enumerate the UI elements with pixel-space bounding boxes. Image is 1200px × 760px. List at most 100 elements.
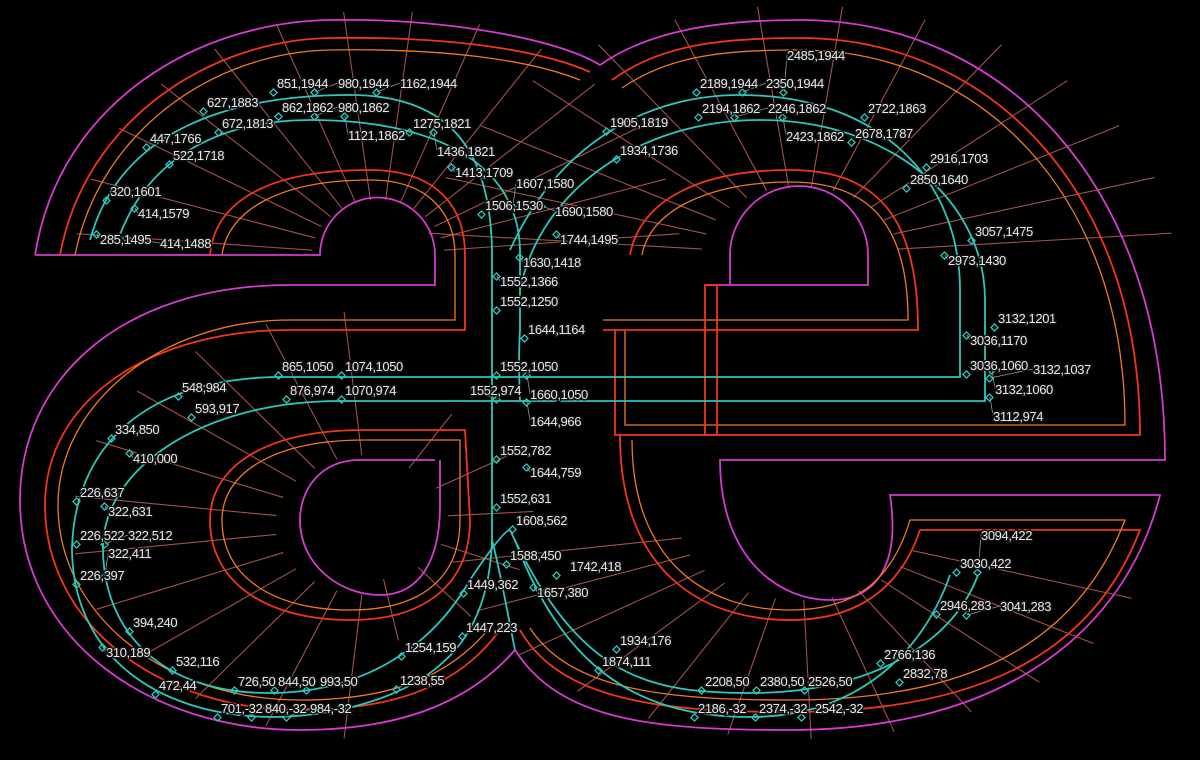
point-label: 1660,1050: [530, 387, 588, 402]
point-label: 2542,-32: [815, 701, 863, 716]
e-outer-outline: [514, 19, 1166, 731]
label-leader-line: [376, 82, 401, 93]
point-label: 1630,1418: [523, 255, 581, 270]
construction-line: [447, 510, 534, 517]
control-point-marker: [92, 230, 101, 239]
a-top-outer-outline: [34, 18, 601, 256]
construction-line: [96, 440, 284, 498]
point-label: 1506,1530: [485, 198, 543, 213]
point-label: 1552,1250: [500, 294, 558, 309]
control-point-marker: [800, 686, 809, 695]
construction-line: [441, 543, 520, 571]
offset-a-counter: [44, 169, 501, 711]
construction-line: [852, 44, 1002, 199]
construction-line: [428, 232, 702, 250]
construction-line: [598, 44, 748, 199]
point-label: 993,50: [320, 674, 358, 689]
construction-line: [870, 80, 1068, 209]
centerline-e-bottom: [514, 539, 951, 718]
construction-line: [383, 578, 399, 641]
point-label: 876,974: [290, 383, 334, 398]
centerline-crossbar-lower: [340, 119, 986, 402]
control-point-marker: [72, 497, 81, 506]
control-point-marker: [492, 503, 501, 512]
control-point-marker: [952, 568, 961, 577]
construction-line: [480, 125, 716, 221]
control-point-marker: [537, 202, 546, 211]
point-label: 1874,111: [602, 654, 651, 669]
point-label: 1905,1819: [610, 115, 668, 130]
construction-line: [424, 83, 596, 218]
control-point-marker: [962, 331, 971, 340]
e-counter-outline: [705, 185, 869, 286]
construction-line: [577, 582, 725, 692]
point-label: 3132,1037: [1033, 362, 1091, 377]
control-point-marker: [477, 210, 486, 219]
control-point-marker: [973, 568, 982, 577]
point-label: 410,000: [133, 451, 177, 466]
point-label: 3094,422: [981, 528, 1032, 543]
control-point-marker: [168, 666, 177, 675]
control-point-marker: [612, 645, 621, 654]
construction-line: [899, 566, 1094, 645]
centerline-a-inner: [102, 119, 521, 694]
control-point-marker: [199, 107, 208, 116]
centerline-crossbar-upper: [275, 94, 961, 378]
point-label: 322,631: [108, 504, 152, 519]
control-point-marker: [940, 251, 949, 260]
control-point-marker: [122, 234, 131, 243]
point-label: 2350,1944: [766, 76, 824, 91]
construction-line: [399, 24, 481, 204]
control-point-marker: [372, 88, 381, 97]
construction-line: [831, 597, 895, 732]
point-label: 701,-32: [221, 701, 262, 716]
control-point-marker: [962, 370, 971, 379]
control-point-marker: [492, 395, 501, 404]
point-label: 3041,283: [1000, 599, 1051, 614]
control-point-marker: [142, 143, 151, 152]
point-label: 1657,380: [537, 585, 588, 600]
construction-line: [532, 80, 730, 209]
control-point-marker: [730, 113, 739, 122]
construction-line: [443, 233, 680, 251]
offset-a-counter-inner: [57, 179, 493, 701]
control-point-marker: [282, 395, 291, 404]
control-point-marker: [274, 112, 283, 121]
point-label: 334,850: [115, 422, 159, 437]
construction-line: [137, 568, 297, 660]
control-point-marker: [107, 434, 116, 443]
construction-line: [417, 566, 472, 617]
control-point-marker: [269, 88, 278, 97]
control-point-marker: [752, 686, 761, 695]
construction-line: [898, 232, 1172, 250]
control-point-marker: [522, 463, 531, 472]
control-point-marker: [397, 652, 406, 661]
point-label: 3036,1060: [970, 358, 1028, 373]
point-label: 1436,1821: [437, 144, 495, 159]
construction-line: [265, 324, 338, 460]
control-point-marker: [985, 374, 994, 383]
point-label: 1690,1580: [555, 204, 613, 219]
label-leader-line: [512, 182, 517, 207]
point-label: 726,50: [238, 674, 276, 689]
label-leader-lines: [96, 54, 1034, 718]
control-point-marker: [697, 686, 706, 695]
control-point-marker: [492, 371, 501, 380]
construction-line: [476, 554, 691, 612]
point-label: 2678,1787: [855, 126, 913, 141]
control-point-marker: [690, 713, 699, 722]
point-label: 1934,176: [620, 633, 671, 648]
offset-a-bowl-inner: [221, 439, 461, 611]
control-point-marker: [694, 113, 703, 122]
point-label: 414,1488: [160, 236, 211, 251]
point-label: 1447,223: [466, 620, 517, 635]
label-leader-line: [286, 707, 311, 718]
point-label: 672,1813: [222, 116, 273, 131]
point-label: 2973,1430: [948, 253, 1006, 268]
point-label: 2526,50: [808, 674, 852, 689]
control-point-marker: [247, 713, 256, 722]
point-label: 2194,1862: [702, 101, 760, 116]
point-label: 322,512: [128, 528, 172, 543]
construction-line: [343, 11, 372, 201]
